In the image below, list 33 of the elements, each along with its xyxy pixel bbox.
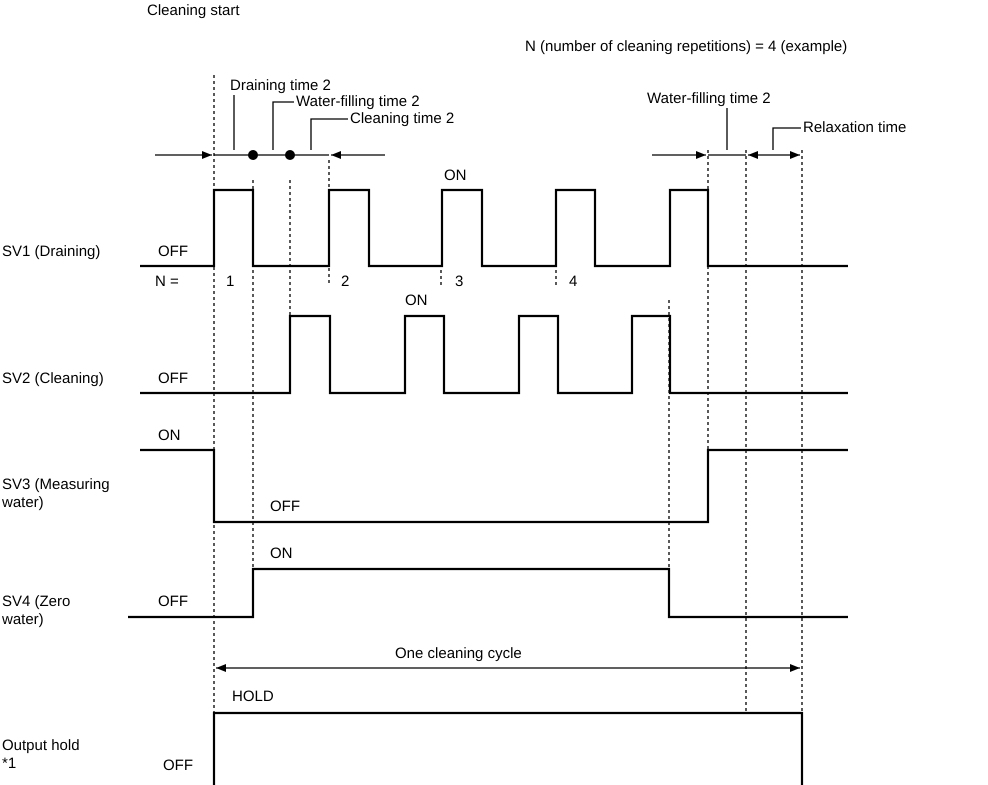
label-text: SV2 (Cleaning) [2, 370, 105, 388]
label-text: OFF [158, 370, 188, 388]
label-text: ON [444, 167, 466, 185]
annotation-text: Cleaning time 2 [350, 110, 454, 128]
label-text: OFF [158, 593, 188, 611]
label-text: SV4 (Zero water) [2, 593, 72, 629]
label-text: ON [158, 427, 180, 445]
label-text: 2 [341, 273, 350, 291]
label-text: OFF [158, 243, 188, 261]
annotation-text: Water-filling time 2 [647, 90, 771, 108]
label-text: SV3 (Measuring water) [2, 476, 111, 512]
label-text: 4 [569, 273, 578, 291]
label-text: 3 [455, 273, 464, 291]
annotation-text: Draining time 2 [230, 77, 331, 95]
leader-line [310, 118, 348, 150]
label-text: N (number of cleaning repetitions) = 4 (example) [525, 38, 848, 56]
leader-line [233, 95, 235, 150]
label-text: 1 [226, 273, 234, 291]
leader-line [726, 108, 728, 150]
label-text: HOLD [232, 688, 274, 706]
label-text: Output hold *1 [2, 737, 81, 773]
leader-line [272, 101, 294, 150]
label-text: N = [155, 273, 179, 291]
label-text: OFF [163, 757, 193, 775]
leader-line [772, 127, 801, 150]
label-text: ON [405, 292, 428, 310]
label-text: One cleaning cycle [395, 645, 522, 663]
label-text: Cleaning start [147, 2, 240, 20]
label-text: SV1 (Draining) [2, 243, 102, 261]
label-text: OFF [270, 498, 300, 516]
annotation-text: Relaxation time [803, 119, 906, 137]
annotation-text: Water-filling time 2 [296, 93, 420, 111]
label-text: ON [270, 545, 292, 563]
